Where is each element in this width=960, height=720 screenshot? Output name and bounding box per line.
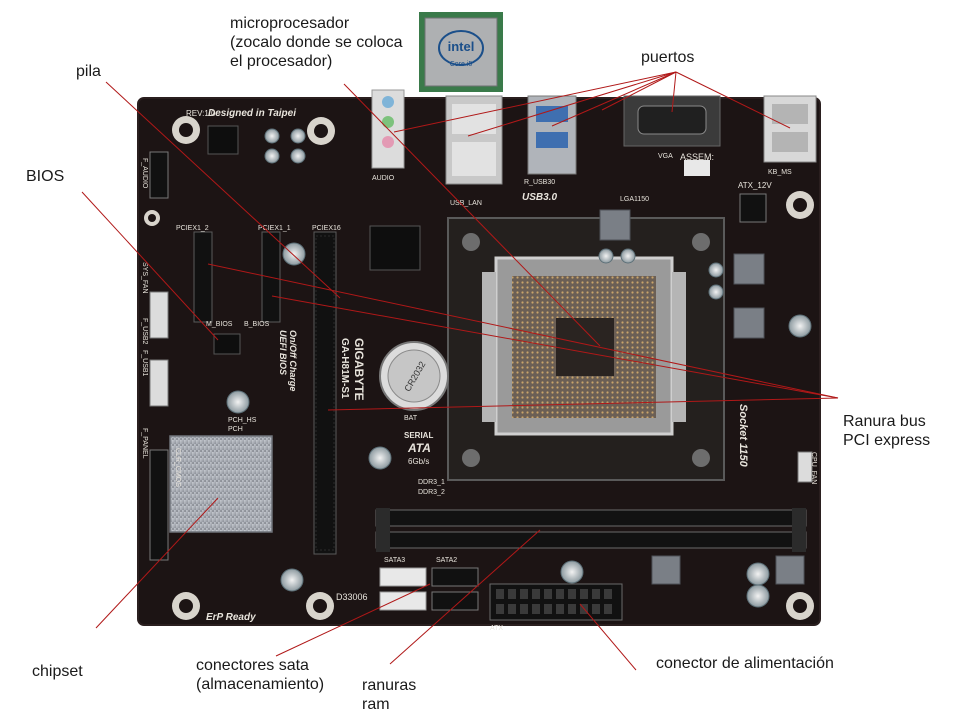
silk-pciex1-1: PCIEX1_1 bbox=[258, 225, 291, 232]
label-ranura-line2: PCI express bbox=[843, 432, 931, 449]
silk-designed: Designed in Taipei bbox=[208, 108, 296, 119]
silk-usb30: USB3.0 bbox=[522, 192, 557, 203]
silk-gbps: 6Gb/s bbox=[408, 457, 429, 466]
label-ranura-line1: Ranura bus bbox=[843, 413, 926, 430]
cpu-core-text: Core i5 bbox=[450, 61, 473, 68]
mounting-holes bbox=[144, 116, 814, 620]
silk-clr-cmos: CLR_CMOS bbox=[174, 448, 181, 487]
label-micro-line3: el procesador) bbox=[230, 53, 333, 70]
silk-kb-ms: KB_MS bbox=[768, 169, 792, 176]
silk-ddr3-2: DDR3_2 bbox=[418, 489, 445, 496]
bios-chip bbox=[213, 333, 241, 355]
label-ram-line1: ranuras bbox=[362, 677, 417, 694]
label-puertos: puertos bbox=[641, 49, 695, 66]
silk-assem: ASSEM: bbox=[680, 152, 714, 162]
silk-sata3: SATA3 bbox=[384, 557, 405, 564]
label-ram: ranuras ram bbox=[362, 676, 416, 714]
silk-audio: AUDIO bbox=[372, 175, 395, 182]
silk-pciex1-2: PCIEX1_2 bbox=[176, 225, 209, 232]
atx-connector bbox=[489, 583, 623, 621]
silk-atx: ATX bbox=[490, 625, 503, 632]
silk-uefi: UEFI BIOS bbox=[278, 330, 288, 375]
label-micro-line2: (zocalo donde se coloca bbox=[230, 34, 403, 51]
silk-r-usb30: R_USB30 bbox=[524, 179, 555, 186]
silk-mbios: M_BIOS bbox=[206, 321, 233, 328]
silk-usb-lan: USB_LAN bbox=[450, 200, 482, 207]
chipset-heatsink bbox=[169, 435, 273, 533]
label-bios: BIOS bbox=[26, 168, 65, 185]
silk-ata: ATA bbox=[407, 441, 431, 455]
silk-f-usb2: F_USB2 bbox=[141, 318, 148, 345]
silk-bbios: B_BIOS bbox=[244, 321, 270, 328]
silk-sata2: SATA2 bbox=[436, 557, 457, 564]
label-microprocesador: microprocesador (zocalo donde se coloca … bbox=[230, 14, 403, 71]
silk-f-audio: F_AUDIO bbox=[141, 158, 148, 189]
ram-slots bbox=[375, 508, 807, 552]
label-pila: pila bbox=[76, 63, 101, 80]
label-alimentacion: conector de alimentación bbox=[656, 655, 834, 672]
silk-serial: SERIAL bbox=[404, 431, 433, 440]
silk-socket: Socket 1150 bbox=[737, 404, 749, 468]
silk-ddr3-1: DDR3_1 bbox=[418, 479, 445, 486]
capacitors bbox=[226, 128, 812, 608]
small-components bbox=[149, 125, 813, 561]
silk-model: GA-H81M-S1 bbox=[339, 338, 350, 399]
silk-atx12v: ATX_12V bbox=[738, 181, 772, 190]
silk-rev: REV:1.0 bbox=[186, 109, 216, 118]
silk-bat: BAT bbox=[404, 415, 418, 422]
label-chipset: chipset bbox=[32, 663, 83, 680]
silk-pch: PCH bbox=[228, 426, 243, 433]
silk-onoff: On/Off Charge bbox=[288, 330, 298, 391]
vrm-components bbox=[599, 209, 805, 585]
label-sata: conectores sata (almacenamiento) bbox=[196, 656, 324, 694]
silk-pch-hs: PCH_HS bbox=[228, 417, 257, 424]
sata-connectors bbox=[379, 567, 479, 611]
cmos-battery bbox=[379, 341, 449, 411]
silk-pciex16: PCIEX16 bbox=[312, 225, 341, 232]
label-sata-line2: (almacenamiento) bbox=[196, 676, 325, 693]
label-ram-line2: ram bbox=[362, 696, 390, 713]
silk-lga: LGA1150 bbox=[620, 196, 649, 203]
label-sata-line1: conectores sata bbox=[196, 657, 309, 674]
silk-brand: GIGABYTE bbox=[352, 338, 366, 401]
silk-vga: VGA bbox=[658, 153, 673, 160]
silk-cpu-fan: CPU_FAN bbox=[810, 452, 817, 484]
label-micro-line1: microprocesador bbox=[230, 15, 350, 32]
silk-erp: ErP Ready bbox=[206, 612, 256, 623]
label-ranura-pcie: Ranura bus PCI express bbox=[843, 412, 930, 450]
silk-sys-fan: SYS_FAN bbox=[141, 262, 148, 294]
cpu-chip bbox=[419, 12, 503, 92]
cpu-intel-text: intel bbox=[448, 39, 475, 54]
pointer-lines bbox=[81, 71, 839, 671]
silk-f-usb1: F_USB1 bbox=[141, 350, 148, 377]
silkscreen: REV:1.0 Designed in Taipei AUDIO USB_LAN… bbox=[141, 108, 817, 632]
silk-f-panel: F_PANEL bbox=[141, 428, 148, 459]
cpu-socket bbox=[447, 217, 725, 481]
silk-code: D33006 bbox=[336, 592, 368, 602]
